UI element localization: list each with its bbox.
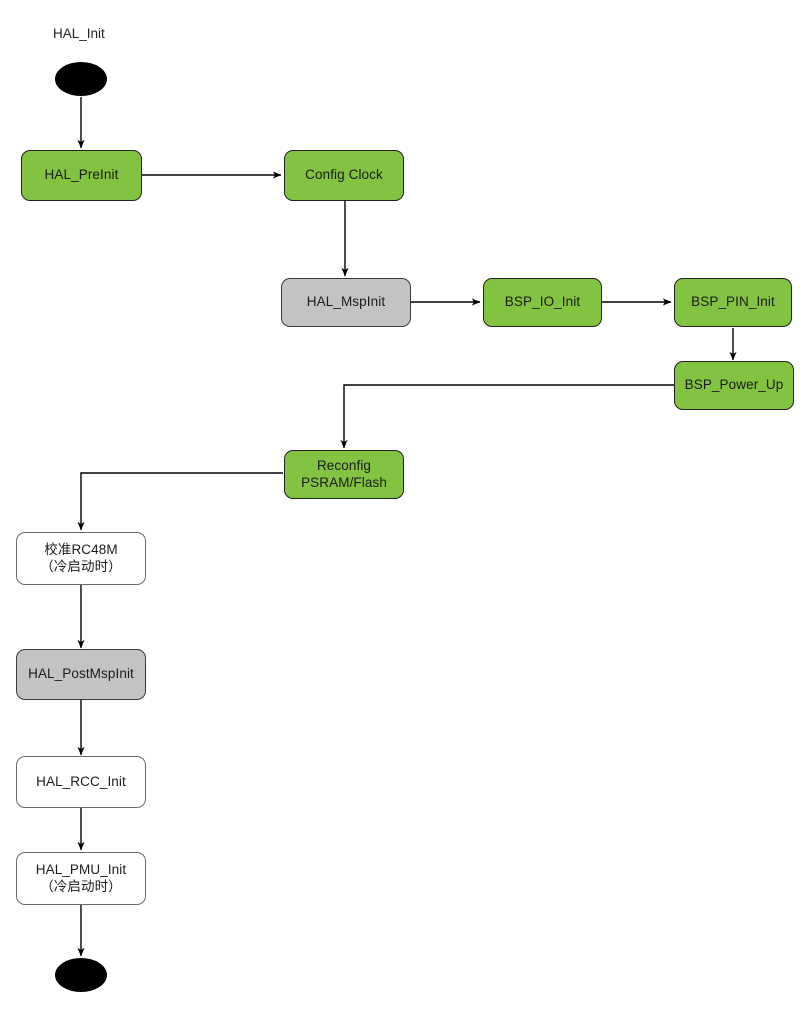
node-hal-preinit[interactable]: HAL_PreInit [21,150,142,201]
node-reconfig-psram-flash[interactable]: Reconfig PSRAM/Flash [284,450,404,499]
node-config-clock[interactable]: Config Clock [284,150,404,201]
node-hal-postmspinit[interactable]: HAL_PostMspInit [16,649,146,700]
node-hal-pmu-init[interactable]: HAL_PMU_Init （冷启动时） [16,852,146,905]
node-bsp-pin-init[interactable]: BSP_PIN_Init [674,278,792,327]
start-terminator [55,62,107,96]
diagram-title-label: HAL_Init [53,26,105,41]
node-hal-mspinit[interactable]: HAL_MspInit [281,278,411,327]
end-terminator [55,958,107,992]
node-bsp-io-init[interactable]: BSP_IO_Init [483,278,602,327]
node-hal-rcc-init[interactable]: HAL_RCC_Init [16,756,146,808]
edge-reconfig-to-calib-rc48m [77,472,283,531]
node-calibrate-rc48m[interactable]: 校准RC48M （冷启动时） [16,532,146,585]
edge-bsp-power-up-to-reconfig [340,384,674,449]
node-bsp-power-up[interactable]: BSP_Power_Up [674,361,794,410]
